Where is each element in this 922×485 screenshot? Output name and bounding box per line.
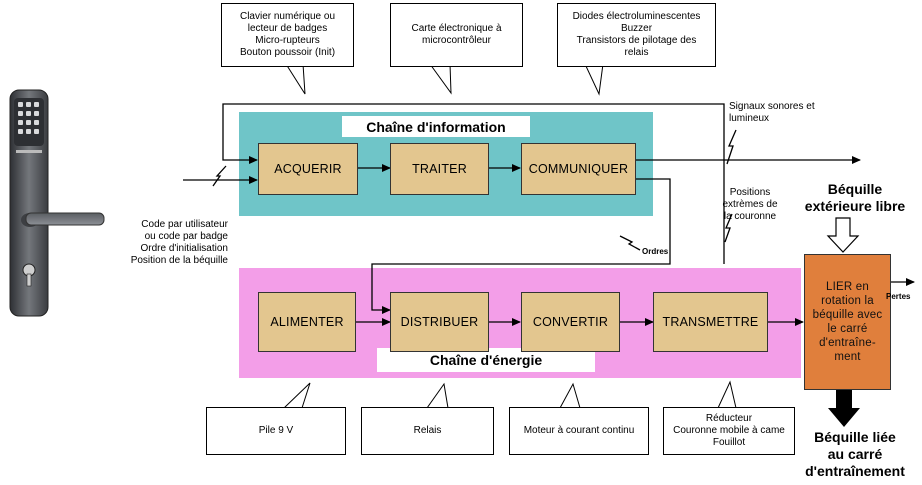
callout-tail-1 (285, 63, 306, 95)
block-lier: LIER en rotation la béquille avec le car… (804, 254, 891, 390)
positions-zigzag (724, 213, 733, 243)
block-transmettre: TRANSMETTRE (653, 292, 768, 352)
ordres-label: Ordres (642, 247, 669, 256)
bequille-exterieure-label: Béquille extérieure libre (804, 181, 906, 214)
callout-carte: Carte électronique à microcontrôleur (390, 3, 523, 67)
callout-diodes: Diodes électroluminescentes Buzzer Trans… (557, 3, 716, 67)
callout-reducteur: Réducteur Couronne mobile à came Fouillo… (663, 407, 795, 455)
callout-relais: Relais (361, 407, 494, 455)
callout-tail-3 (584, 63, 604, 96)
callout-capteurs: Clavier numérique ou lecteur de badges M… (221, 3, 354, 67)
information-chain-title: Chaîne d'information (342, 116, 530, 137)
block-acquerir: ACQUERIR (258, 143, 358, 195)
callout-tail-4 (282, 382, 311, 409)
positions-label: Positions extrèmes de la couronne (722, 187, 778, 222)
inputs-label: Code par utilisateur ou code par badge O… (130, 219, 228, 266)
block-traiter: TRAITER (390, 143, 489, 195)
ordres-line (371, 178, 671, 314)
callout-tail-5 (426, 382, 449, 409)
block-alimenter: ALIMENTER (258, 292, 356, 352)
block-distribuer: DISTRIBUER (390, 292, 489, 352)
door-lock-image (9, 89, 105, 317)
energy-chain-title: Chaîne d'énergie (377, 348, 595, 372)
block-convertir: CONVERTIR (521, 292, 620, 352)
pertes-label: Pertes (886, 292, 911, 301)
ordres-zigzag (619, 235, 641, 251)
callout-tail-2 (429, 63, 452, 95)
bequille-liee-arrow (828, 388, 860, 427)
callout-tail-6 (559, 382, 581, 409)
bequille-liee-label: Béquille liée au carré d'entraînement (805, 429, 905, 479)
feedback-loop-line (222, 103, 725, 264)
block-communiquer: COMMUNIQUER (521, 143, 636, 195)
bequille-exterieure-arrow (826, 217, 860, 253)
callout-pile: Pile 9 V (206, 407, 346, 455)
signals-zigzag (726, 129, 737, 165)
callout-moteur: Moteur à courant continu (509, 407, 649, 455)
callout-tail-7 (717, 380, 737, 409)
input-zigzag (212, 165, 227, 187)
signals-label: Signaux sonores et lumineux (729, 101, 815, 124)
